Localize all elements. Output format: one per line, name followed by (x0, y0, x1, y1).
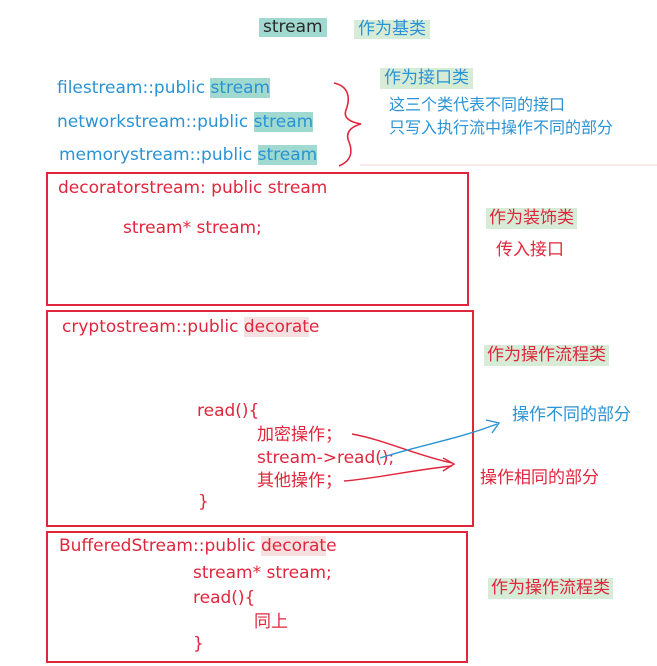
interface-base: stream (210, 78, 271, 98)
decorator-declaration: decoratorstream: public stream (58, 178, 328, 198)
crypto-read-close: } (198, 492, 209, 512)
interface-prefix: memorystream::public (59, 145, 258, 165)
arrowhead-same (442, 457, 456, 472)
crypto-declaration: cryptostream::public decorate (62, 317, 320, 337)
buffered-read-body: 同上 (254, 612, 288, 632)
decorator-member: stream* stream; (123, 218, 262, 238)
interface-base: stream (253, 112, 314, 132)
interface-note-line2: 只写入执行流中操作不同的部分 (389, 118, 614, 137)
crypto-base-tail: e (308, 317, 320, 337)
interface-note-line1: 这三个类代表不同的接口 (389, 95, 566, 114)
base-class-name: stream (259, 18, 327, 37)
decorator-note-title: 作为装饰类 (486, 208, 577, 229)
decorator-note-sub: 传入接口 (496, 240, 564, 260)
crypto-note-same-part: 操作相同的部分 (480, 468, 599, 488)
arrow-same-from-encrypt (351, 433, 453, 464)
interface-note-title: 作为接口类 (380, 68, 473, 89)
buffered-declaration: BufferedStream::public decorate (59, 536, 337, 556)
arrow-same-from-other (343, 465, 453, 482)
interface-prefix: filestream::public (57, 78, 211, 98)
crypto-step-other: 其他操作； (257, 471, 342, 491)
buffered-note-title: 作为操作流程类 (488, 578, 613, 599)
crypto-note-different-part: 操作不同的部分 (512, 405, 631, 425)
decorator-class-box (46, 172, 469, 306)
crypto-prefix: cryptostream::public (62, 317, 244, 337)
interface-class-filestream: filestream::public stream (57, 78, 271, 98)
crypto-class-box (46, 310, 474, 527)
crypto-step-encrypt: 加密操作； (257, 425, 342, 445)
buffered-read-close: } (193, 634, 204, 654)
buffered-member: stream* stream; (193, 563, 332, 583)
base-class-note: 作为基类 (354, 20, 430, 39)
interface-class-networkstream: networkstream::public stream (57, 112, 314, 132)
interface-base: stream (257, 145, 318, 165)
interface-brace (333, 82, 362, 167)
buffered-class-box (46, 531, 468, 663)
buffered-base-highlight: decorat (261, 536, 327, 556)
buffered-base-tail: e (326, 536, 337, 556)
crypto-base-highlight: decorat (243, 317, 309, 337)
buffered-prefix: BufferedStream::public (59, 536, 261, 556)
arrow-different (379, 423, 498, 459)
buffered-read-open: read(){ (193, 588, 256, 608)
crypto-step-read: stream->read(); (257, 448, 395, 468)
interface-prefix: networkstream::public (57, 112, 254, 132)
interface-class-memorystream: memorystream::public stream (59, 145, 318, 165)
arrowhead-different (485, 419, 501, 434)
crypto-note-title: 作为操作流程类 (484, 345, 609, 366)
crypto-read-open: read(){ (197, 401, 260, 421)
